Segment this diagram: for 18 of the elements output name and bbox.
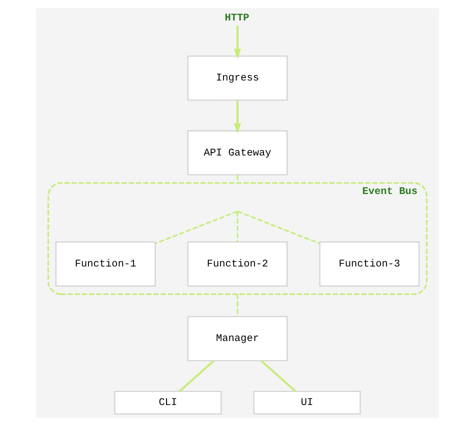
connector (236, 175, 238, 183)
arrow (233, 100, 241, 134)
node-box: Function-2 (186, 242, 288, 286)
node-box: UI (252, 390, 360, 414)
connector (260, 360, 296, 392)
node-box: CLI (114, 390, 222, 414)
arrow (233, 26, 241, 60)
node-box: Function-3 (318, 242, 420, 286)
connector (236, 294, 238, 316)
connector (154, 210, 238, 244)
connector (236, 210, 320, 244)
node-text: HTTP (224, 12, 249, 24)
node-box: Ingress (186, 56, 288, 101)
node-box: Function-1 (54, 242, 156, 286)
node-box: Manager (186, 316, 288, 362)
node-box: API Gateway (186, 130, 288, 176)
connector (236, 211, 238, 242)
connector (178, 360, 214, 392)
